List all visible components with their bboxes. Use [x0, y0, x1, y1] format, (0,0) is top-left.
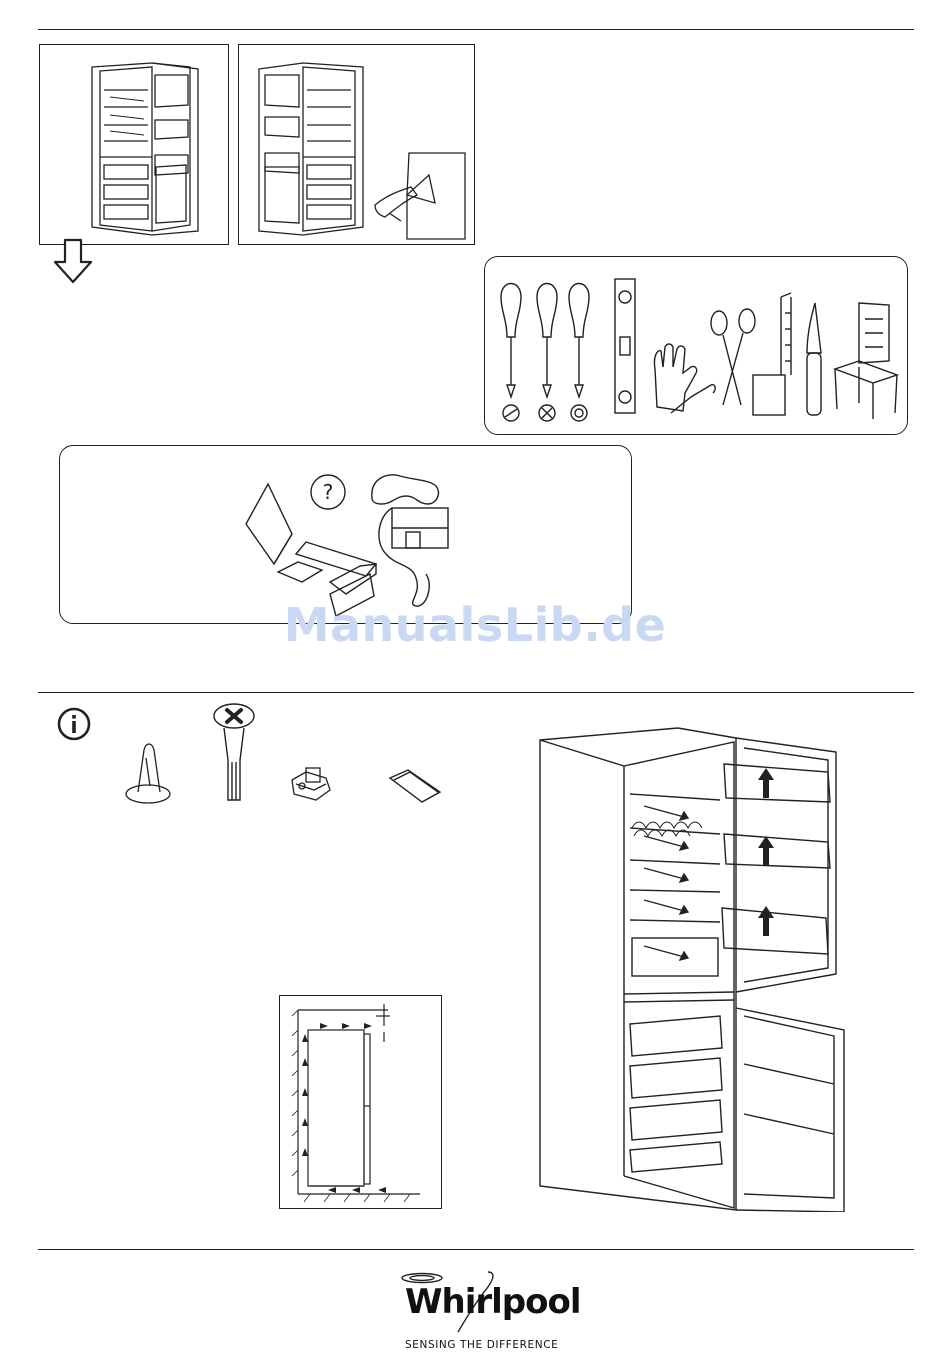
manual-card-icon: [386, 766, 444, 806]
telephone-icon: [372, 475, 448, 606]
bottom-rule: [38, 1249, 914, 1250]
question-mark-glyph: ?: [323, 480, 334, 504]
spacer-cone-icon: [120, 736, 176, 808]
tools-panel: [484, 256, 908, 435]
spirit-level-icon: [615, 279, 635, 413]
tools-illustration: [485, 257, 907, 434]
info-icon: [56, 706, 92, 742]
brand-tagline: SENSING THE DIFFERENCE: [405, 1339, 558, 1351]
middle-rule: [38, 692, 914, 693]
documentation-illustration: ?: [60, 446, 631, 623]
brand-name: Whirlpool: [405, 1282, 581, 1322]
fridge-illustration-1: [40, 45, 228, 244]
screwdriver-icon: [569, 284, 589, 422]
fridge-illustration-2: [239, 45, 474, 244]
gloves-icon: [654, 344, 715, 413]
manual-book-icon: [246, 484, 292, 564]
fridge-doors-open-illustration: [538, 724, 848, 1212]
screw-x-icon: [210, 700, 258, 810]
bracket-part-icon: [286, 762, 336, 806]
scissors-icon: [711, 309, 755, 405]
fridge-open-panel-2: [238, 44, 475, 245]
watermark: ManualsLib.de: [0, 598, 950, 652]
chair-icon: [835, 303, 897, 419]
ventilation-illustration: [280, 996, 441, 1208]
top-rule: [38, 29, 914, 30]
screwdriver-icon: [501, 284, 521, 422]
down-arrow-icon: [52, 238, 94, 284]
ventilation-diagram: [279, 995, 442, 1209]
screwdriver-icon: [537, 284, 557, 422]
knife-icon: [807, 303, 821, 415]
tape-measure-icon: [753, 293, 791, 415]
fridge-open-panel-1: [39, 44, 229, 245]
